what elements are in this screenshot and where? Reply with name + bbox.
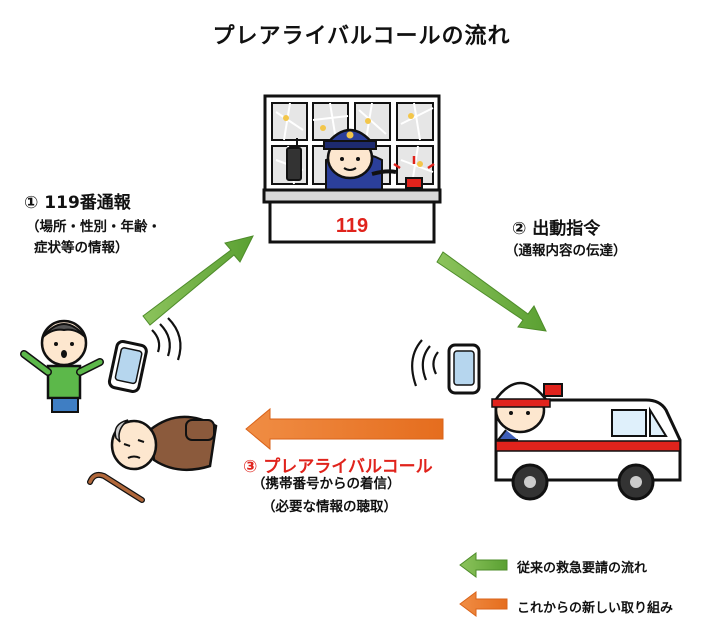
step1-title: ① 119番通報 (24, 193, 131, 213)
green-arrow-step2 (436, 251, 547, 332)
step2-title: ② 出動指令 (512, 219, 601, 239)
green-arrow-step1 (142, 235, 254, 326)
legend-conventional-label: 従来の救急要請の流れ (517, 561, 648, 576)
dispatch-center-illustration (262, 94, 442, 244)
caller-phone-icon (107, 317, 182, 393)
ambulance-illustration (491, 381, 682, 501)
legend-green-arrow-icon (459, 552, 508, 578)
step2-detail: （通報内容の伝達） (505, 243, 627, 259)
ambulance-phone-icon (411, 339, 481, 395)
step3-detail-line2: （必要な情報の聴取） (262, 499, 397, 515)
diagram-title: プレアライバルコールの流れ (212, 24, 511, 49)
step3-detail-line1: （携帯番号からの着信） (252, 476, 401, 492)
step1-detail-line1: （場所・性別・年齢・ (26, 219, 161, 235)
legend-orange-arrow-icon (459, 591, 508, 617)
step3-title: ③ プレアライバルコール (243, 457, 433, 477)
legend-new-initiative-label: これからの新しい取り組み (517, 601, 674, 616)
caller-person-illustration (20, 319, 104, 413)
dispatch-sign-119: 119 (336, 215, 368, 237)
fallen-patient-illustration (87, 415, 218, 503)
orange-arrow-step3 (245, 407, 444, 451)
step1-detail-line2: 症状等の情報） (34, 240, 129, 256)
